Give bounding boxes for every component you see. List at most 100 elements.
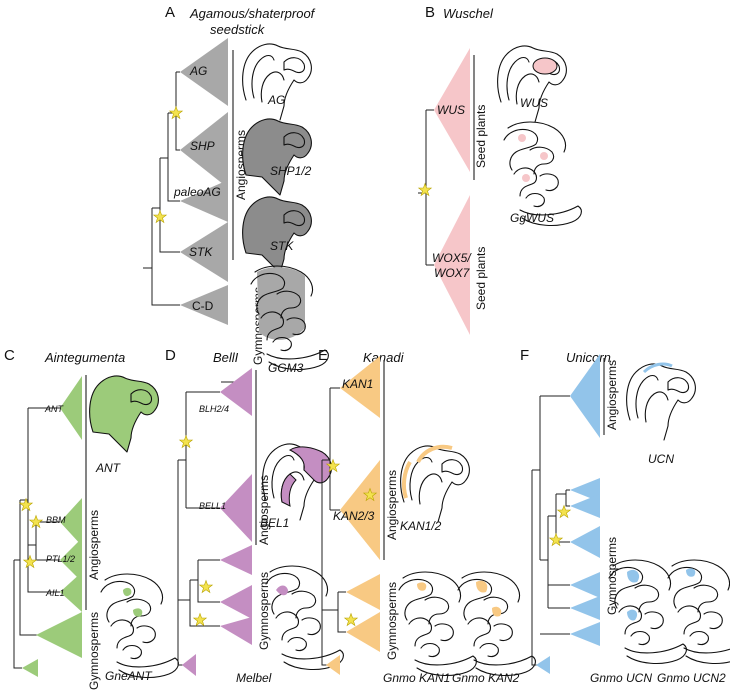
clade-label-cd: C-D bbox=[192, 299, 214, 313]
ovule-drawing-ag bbox=[242, 43, 312, 121]
panel-e-letter: E bbox=[318, 347, 328, 364]
drawing-label-ggwus: GgWUS bbox=[510, 211, 554, 225]
clade-ail1-triangle bbox=[60, 572, 82, 612]
cone-drawing-gnmo-ucn bbox=[608, 559, 687, 665]
clade-paleoag-triangle bbox=[180, 180, 228, 222]
clade-outgroup-triangle bbox=[326, 655, 340, 675]
clade-blh24-triangle bbox=[220, 368, 252, 416]
drawing-label-ucn: UCN bbox=[648, 452, 674, 466]
drawing-label-bel1: BEL1 bbox=[260, 516, 289, 530]
clade-label-wox5: WOX5/ bbox=[432, 251, 472, 265]
clade-label-bell1: BELL1 bbox=[199, 501, 226, 511]
clade-gymno1-triangle bbox=[346, 574, 380, 610]
panel-a-letter: A bbox=[165, 4, 175, 21]
clade-label-kan1: KAN1 bbox=[342, 377, 373, 391]
panel-b: B Wuschel WUS WOX5/ WOX7 Seed plants See… bbox=[418, 4, 582, 335]
group-label-angiosperms: Angiosperms bbox=[257, 475, 271, 545]
panel-c: C Aintegumenta ANT BBM PTL1/2 AIL1 Angio… bbox=[4, 347, 179, 690]
drawing-label-gnmo-ucn2: Gnmo UCN2 bbox=[657, 671, 726, 685]
clade-angio-triangle bbox=[570, 354, 600, 438]
cone-drawing-ggwus bbox=[503, 121, 582, 227]
duplication-star bbox=[418, 183, 432, 196]
clade-ant-triangle bbox=[60, 376, 82, 440]
drawing-label-gnmo-kan1: Gnmo KAN1 bbox=[383, 671, 450, 685]
duplication-star bbox=[193, 613, 207, 626]
clade-label-ail1: AIL1 bbox=[45, 588, 65, 598]
clade-gymno6-triangle bbox=[570, 622, 600, 646]
panel-d: D BellI BLH2/4 BELL1 Angiosperms Gymnosp… bbox=[165, 347, 344, 685]
drawing-label-gnmo-kan2: Gnmo KAN2 bbox=[452, 671, 520, 685]
group-label-seed-plants-top: Seed plants bbox=[474, 105, 488, 168]
panel-e-title: Kanadi bbox=[363, 350, 405, 365]
duplication-star bbox=[549, 533, 563, 546]
panel-b-letter: B bbox=[425, 4, 435, 21]
clade-label-ant: ANT bbox=[44, 404, 65, 414]
clade-gymno5-triangle bbox=[570, 596, 600, 620]
panel-c-title: Aintegumenta bbox=[44, 350, 125, 365]
cone-drawing-gnmo-ucn2 bbox=[667, 559, 730, 665]
clade-gymno2-triangle bbox=[346, 612, 380, 652]
clade-label-ptl: PTL1/2 bbox=[46, 554, 75, 564]
drawing-label-ant: ANT bbox=[95, 461, 122, 475]
clade-gymno1-triangle bbox=[570, 478, 600, 502]
panel-e-tree bbox=[321, 387, 346, 666]
panel-d-title: BellI bbox=[213, 350, 239, 365]
panel-c-letter: C bbox=[4, 347, 15, 364]
clade-outgroup-triangle bbox=[536, 656, 550, 674]
panel-f-tree bbox=[531, 395, 570, 666]
panel-d-tree bbox=[177, 381, 236, 666]
panel-d-letter: D bbox=[165, 347, 176, 364]
cone-drawing-ggm3 bbox=[250, 265, 329, 371]
duplication-star bbox=[199, 580, 213, 593]
clade-outgroup-triangle bbox=[22, 659, 38, 677]
panel-e: E Kanadi KAN1 KAN2/3 Angiosperms Gymnosp… bbox=[318, 347, 536, 685]
drawing-label-kan12: KAN1/2 bbox=[400, 519, 442, 533]
ovule-drawing-ucn bbox=[626, 362, 696, 441]
group-label-gymnosperms: Gymnosperms bbox=[385, 582, 399, 660]
clade-gymno3-triangle bbox=[220, 617, 252, 645]
panel-b-title: Wuschel bbox=[443, 6, 494, 21]
clade-gymno3-triangle bbox=[570, 526, 600, 558]
clade-cd-triangle bbox=[180, 285, 228, 325]
clade-gymno4-triangle bbox=[570, 572, 600, 598]
ovule-drawing-stk bbox=[242, 196, 312, 274]
drawing-label-gnmo-ucn: Gnmo UCN bbox=[590, 671, 652, 685]
cone-drawing-gnmo-kan2 bbox=[457, 571, 536, 677]
clade-label-shp: SHP bbox=[190, 139, 215, 153]
group-label-angiosperms: Angiosperms bbox=[385, 470, 399, 540]
panel-a: A Agamous/shaterproof seedstick AG SHP p… bbox=[143, 4, 329, 375]
clade-gymno2-triangle bbox=[220, 585, 252, 619]
clade-bbm-triangle bbox=[60, 498, 82, 546]
ovule-drawing-kan12 bbox=[400, 444, 470, 523]
ovule-drawing-ant bbox=[89, 375, 159, 453]
clade-wox5-triangle bbox=[434, 195, 470, 335]
clade-label-wox7: WOX7 bbox=[434, 266, 471, 280]
clade-kan23-triangle bbox=[340, 460, 380, 560]
cone-drawing-melbel bbox=[265, 565, 344, 671]
clade-label-kan23: KAN2/3 bbox=[333, 509, 375, 523]
drawing-label-ggm3: GGM3 bbox=[268, 361, 304, 375]
panel-f: F Unicorn Angiosperms Gymnosperms UCN Gn… bbox=[520, 347, 730, 685]
clade-label-wus: WUS bbox=[437, 103, 465, 117]
group-label-gymnosperms: Gymnosperms bbox=[257, 572, 271, 650]
panel-a-title-line2: seedstick bbox=[210, 22, 266, 37]
clade-kan1-triangle bbox=[340, 356, 380, 418]
clade-label-paleoag: paleoAG bbox=[173, 185, 221, 199]
group-label-gymnosperms: Gymnosperms bbox=[605, 537, 619, 615]
ovule-drawing-wus bbox=[497, 45, 567, 123]
duplication-star bbox=[344, 613, 358, 626]
group-label-angiosperms: Angiosperms bbox=[87, 510, 101, 580]
drawing-label-wus: WUS bbox=[520, 96, 548, 110]
group-label-angiosperms: Angiosperms bbox=[605, 360, 619, 430]
panel-f-letter: F bbox=[520, 347, 529, 364]
clade-bell1-triangle bbox=[220, 474, 252, 542]
duplication-star bbox=[557, 505, 571, 518]
clade-shp-triangle bbox=[180, 112, 228, 188]
drawing-label-stk: STK bbox=[270, 239, 294, 253]
ovule-drawing-bel1 bbox=[262, 443, 332, 521]
clade-label-bbm: BBM bbox=[46, 515, 66, 525]
ovule-drawing-shp bbox=[242, 118, 312, 196]
clade-gymno-triangle bbox=[36, 612, 82, 658]
clade-label-stk: STK bbox=[189, 245, 213, 259]
